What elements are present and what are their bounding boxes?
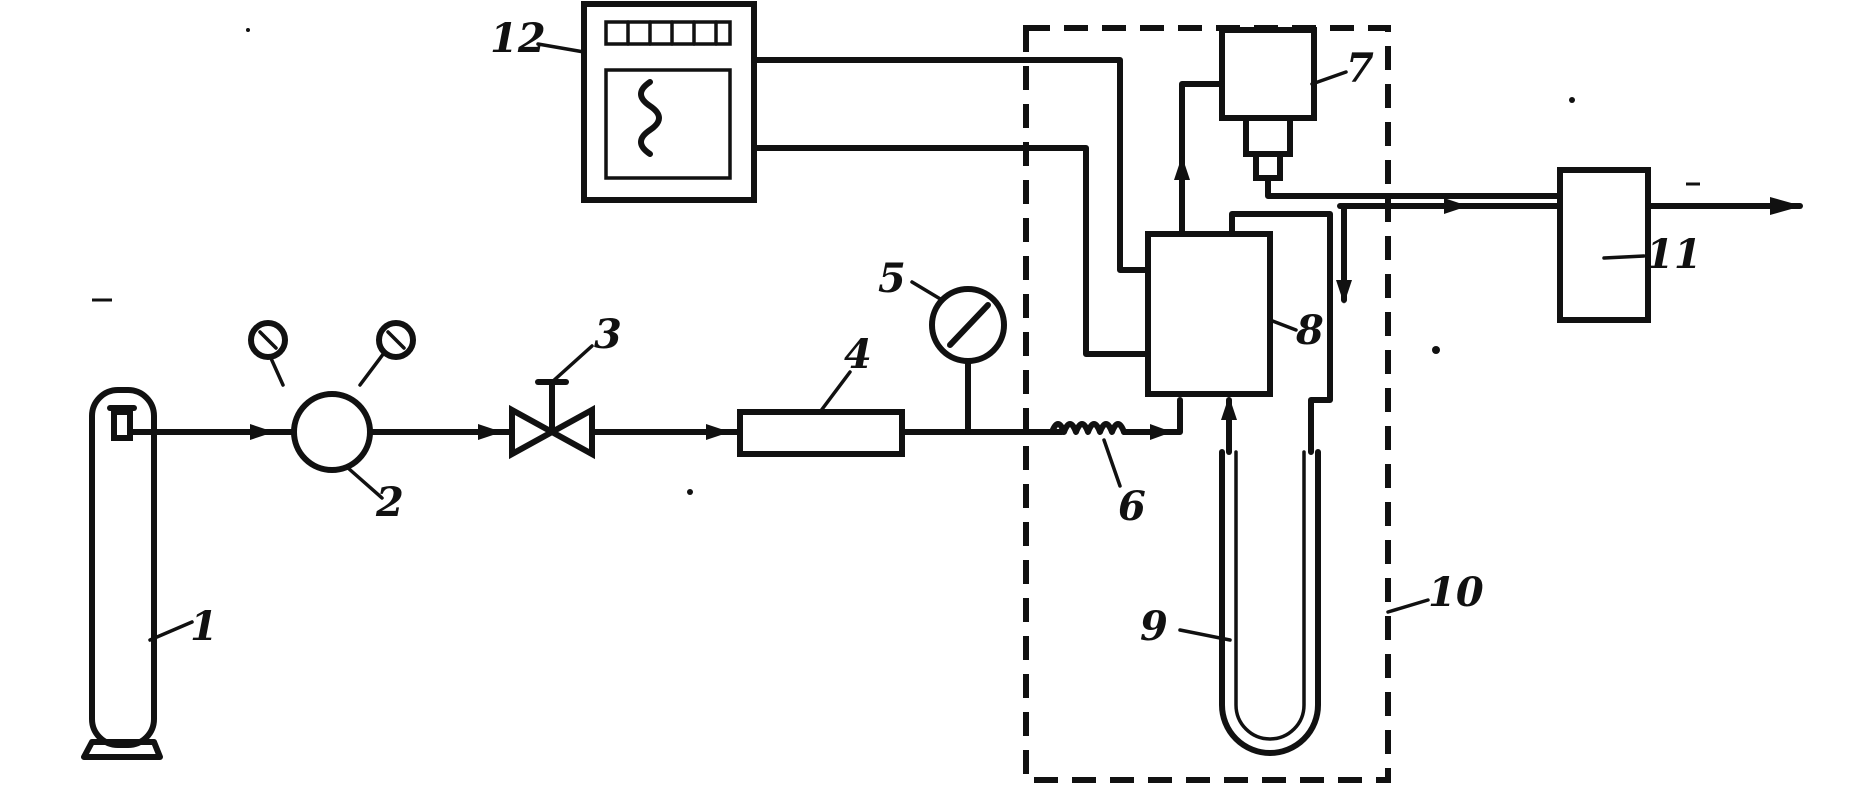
pipe-detector-outlet xyxy=(1265,175,1563,199)
flow-arrow xyxy=(706,424,730,440)
label-thermostat: 10 xyxy=(1428,569,1484,616)
label-detector: 7 xyxy=(1346,45,1374,92)
label-valve: 3 xyxy=(594,311,622,358)
label-reducer: 2 xyxy=(375,479,404,526)
pipe-coil-column xyxy=(1169,397,1183,435)
label-coil: 6 xyxy=(1118,483,1146,530)
flow-arrow xyxy=(478,424,502,440)
scan-specks xyxy=(92,28,1700,495)
u-column xyxy=(1219,211,1333,756)
preheat-coil xyxy=(1049,421,1175,440)
flow-arrow xyxy=(250,424,274,440)
detector xyxy=(1219,27,1317,181)
gas-cylinder xyxy=(81,387,163,760)
flow-arrow xyxy=(1444,198,1468,214)
signal-wire-column xyxy=(751,145,1151,357)
label-filter: 4 xyxy=(844,331,872,378)
column-head xyxy=(1145,231,1273,397)
drying-filter xyxy=(737,409,905,457)
label-outlet-unit: 11 xyxy=(1646,231,1702,278)
exhaust-arrow xyxy=(1770,197,1802,215)
signal-wire-detector xyxy=(751,57,1151,273)
label-u-column: 9 xyxy=(1140,603,1168,650)
thermostat-enclosure xyxy=(1023,25,1391,783)
outlet-unit xyxy=(1557,167,1651,323)
label-column-head: 8 xyxy=(1295,307,1324,354)
flow-arrow xyxy=(1336,280,1352,304)
label-recorder: 12 xyxy=(490,15,546,62)
pressure-gauge xyxy=(929,286,1007,435)
label-cylinder: 1 xyxy=(190,603,218,650)
leader-lines xyxy=(148,42,1646,642)
recorder xyxy=(581,1,757,203)
pipe-head-detector xyxy=(1179,81,1225,237)
pressure-reducer xyxy=(248,320,416,473)
label-gauge: 5 xyxy=(878,255,906,302)
flow-arrow xyxy=(1174,156,1190,180)
control-valve xyxy=(509,379,595,460)
recorder-trace xyxy=(638,79,662,157)
